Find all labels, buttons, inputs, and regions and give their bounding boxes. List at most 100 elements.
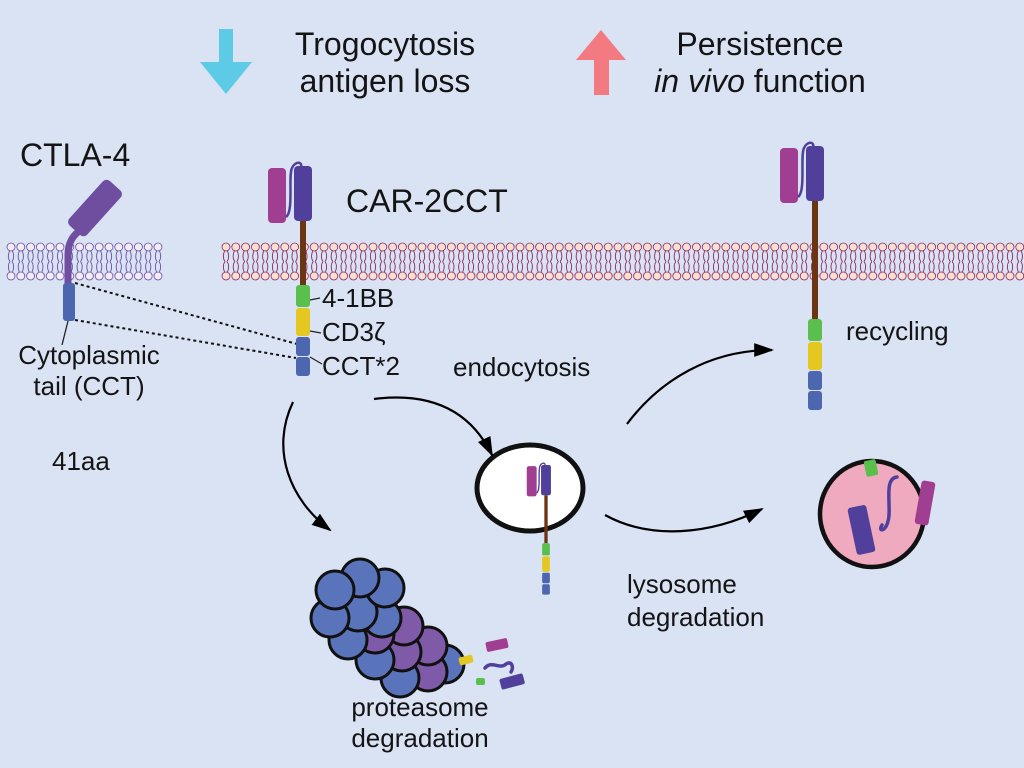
lipid-tail — [47, 261, 54, 273]
lipid-tail — [379, 261, 386, 273]
lipid-head — [711, 271, 721, 281]
lipid-head — [868, 271, 878, 281]
domain-label-cct2: CCT*2 — [322, 351, 401, 381]
lipid-head — [956, 271, 966, 281]
lipid-head — [55, 242, 65, 252]
lipid-head — [760, 271, 770, 281]
pathway-arrows — [282, 343, 774, 533]
lipid-head — [329, 271, 339, 281]
lipid-tail — [340, 261, 347, 273]
lipid-tail — [1006, 250, 1014, 262]
lipid-head — [6, 242, 16, 252]
lipid-head — [701, 242, 711, 252]
lipid-head — [55, 271, 65, 281]
lipid-tail — [320, 250, 328, 262]
lipid-tail — [683, 250, 690, 262]
lipid-head — [143, 242, 153, 252]
lipid-tail — [389, 250, 396, 262]
lipid-head — [633, 271, 642, 281]
lipid-tail — [761, 261, 769, 273]
scfv-light-chain — [268, 168, 286, 223]
lipid-head — [897, 242, 907, 252]
ctla4-cytoplasmic-tail — [63, 283, 75, 321]
domain-41bb — [296, 285, 310, 307]
lipid-tail — [938, 250, 945, 262]
lipid-tail — [115, 261, 122, 273]
lipid-tail — [654, 261, 661, 273]
lipid-head — [437, 271, 447, 281]
lipid-tail — [154, 261, 162, 273]
lipid-tail — [311, 250, 318, 262]
domain-cct-1 — [808, 371, 822, 390]
lipid-tail — [918, 250, 925, 262]
lipid-tail — [7, 250, 15, 262]
lipid-head — [790, 271, 799, 281]
lipid-tail — [330, 250, 337, 262]
lipid-head — [946, 271, 956, 281]
lipid-head — [829, 242, 838, 252]
lipid-head — [319, 271, 329, 281]
lipid-tail — [614, 261, 622, 273]
lipid-tail — [889, 261, 896, 273]
scfv-light-chain — [526, 466, 537, 497]
lipid-head — [927, 271, 936, 281]
lipid-tail — [546, 250, 553, 262]
lipid-tail — [428, 261, 435, 273]
scfv-linker — [284, 161, 303, 218]
lipid-tail — [291, 250, 298, 262]
lipid-tail — [76, 261, 83, 273]
hinge-transmembrane — [812, 201, 818, 319]
lipid-tail — [418, 250, 426, 262]
lipid-head — [986, 271, 995, 281]
lipid-head — [437, 242, 447, 252]
lipid-head — [417, 242, 427, 252]
lipid-head — [250, 242, 260, 252]
lipid-tail — [732, 261, 739, 273]
lysosome-label-line1: lysosome — [627, 569, 737, 599]
lipid-tail — [565, 261, 573, 273]
lipid-tail — [791, 261, 798, 273]
proteasome — [309, 557, 466, 699]
lipid-tail — [262, 250, 269, 262]
lipid-head — [241, 271, 251, 281]
lipid-head — [790, 242, 799, 252]
lipid-head — [780, 271, 789, 281]
lipid-tail — [448, 261, 455, 273]
lipid-head — [133, 271, 143, 281]
lipid-head — [114, 271, 124, 281]
lipid-tail — [605, 250, 612, 262]
lipid-head — [515, 242, 525, 252]
lipid-tail — [977, 250, 984, 262]
lipid-head — [594, 242, 603, 252]
lipid-head — [486, 242, 496, 252]
lipid-head — [878, 242, 887, 252]
lipid-tail — [37, 250, 44, 262]
lipid-tail — [830, 261, 837, 273]
lipid-head — [770, 271, 780, 281]
legend-decrease-line1: Trogocytosis — [294, 26, 476, 62]
lipid-tail — [918, 261, 925, 273]
lipid-head — [495, 271, 505, 281]
lipid-head — [711, 242, 721, 252]
lipid-tail — [56, 261, 64, 273]
lipid-head — [692, 242, 701, 252]
lipid-tail — [526, 261, 533, 273]
lipid-tail — [428, 250, 435, 262]
lipid-head — [339, 242, 349, 252]
proteasome-label: proteasome degradation — [315, 692, 525, 754]
lipid-tail — [487, 261, 494, 273]
lipid-head — [731, 242, 740, 252]
lipid-head — [260, 242, 270, 252]
lipid-head — [407, 271, 417, 281]
lipid-tail — [693, 250, 700, 262]
lipid-tail — [722, 261, 729, 273]
lipid-tail — [693, 261, 700, 273]
lipid-tail — [536, 250, 543, 262]
lipid-tail — [712, 261, 720, 273]
domain-label-cd3z: CD3ζ — [322, 317, 386, 347]
lipid-head — [858, 242, 868, 252]
lipid-tail — [497, 250, 504, 262]
lipid-head — [446, 271, 456, 281]
lipid-head — [966, 271, 976, 281]
lipid-tail — [997, 261, 1004, 273]
